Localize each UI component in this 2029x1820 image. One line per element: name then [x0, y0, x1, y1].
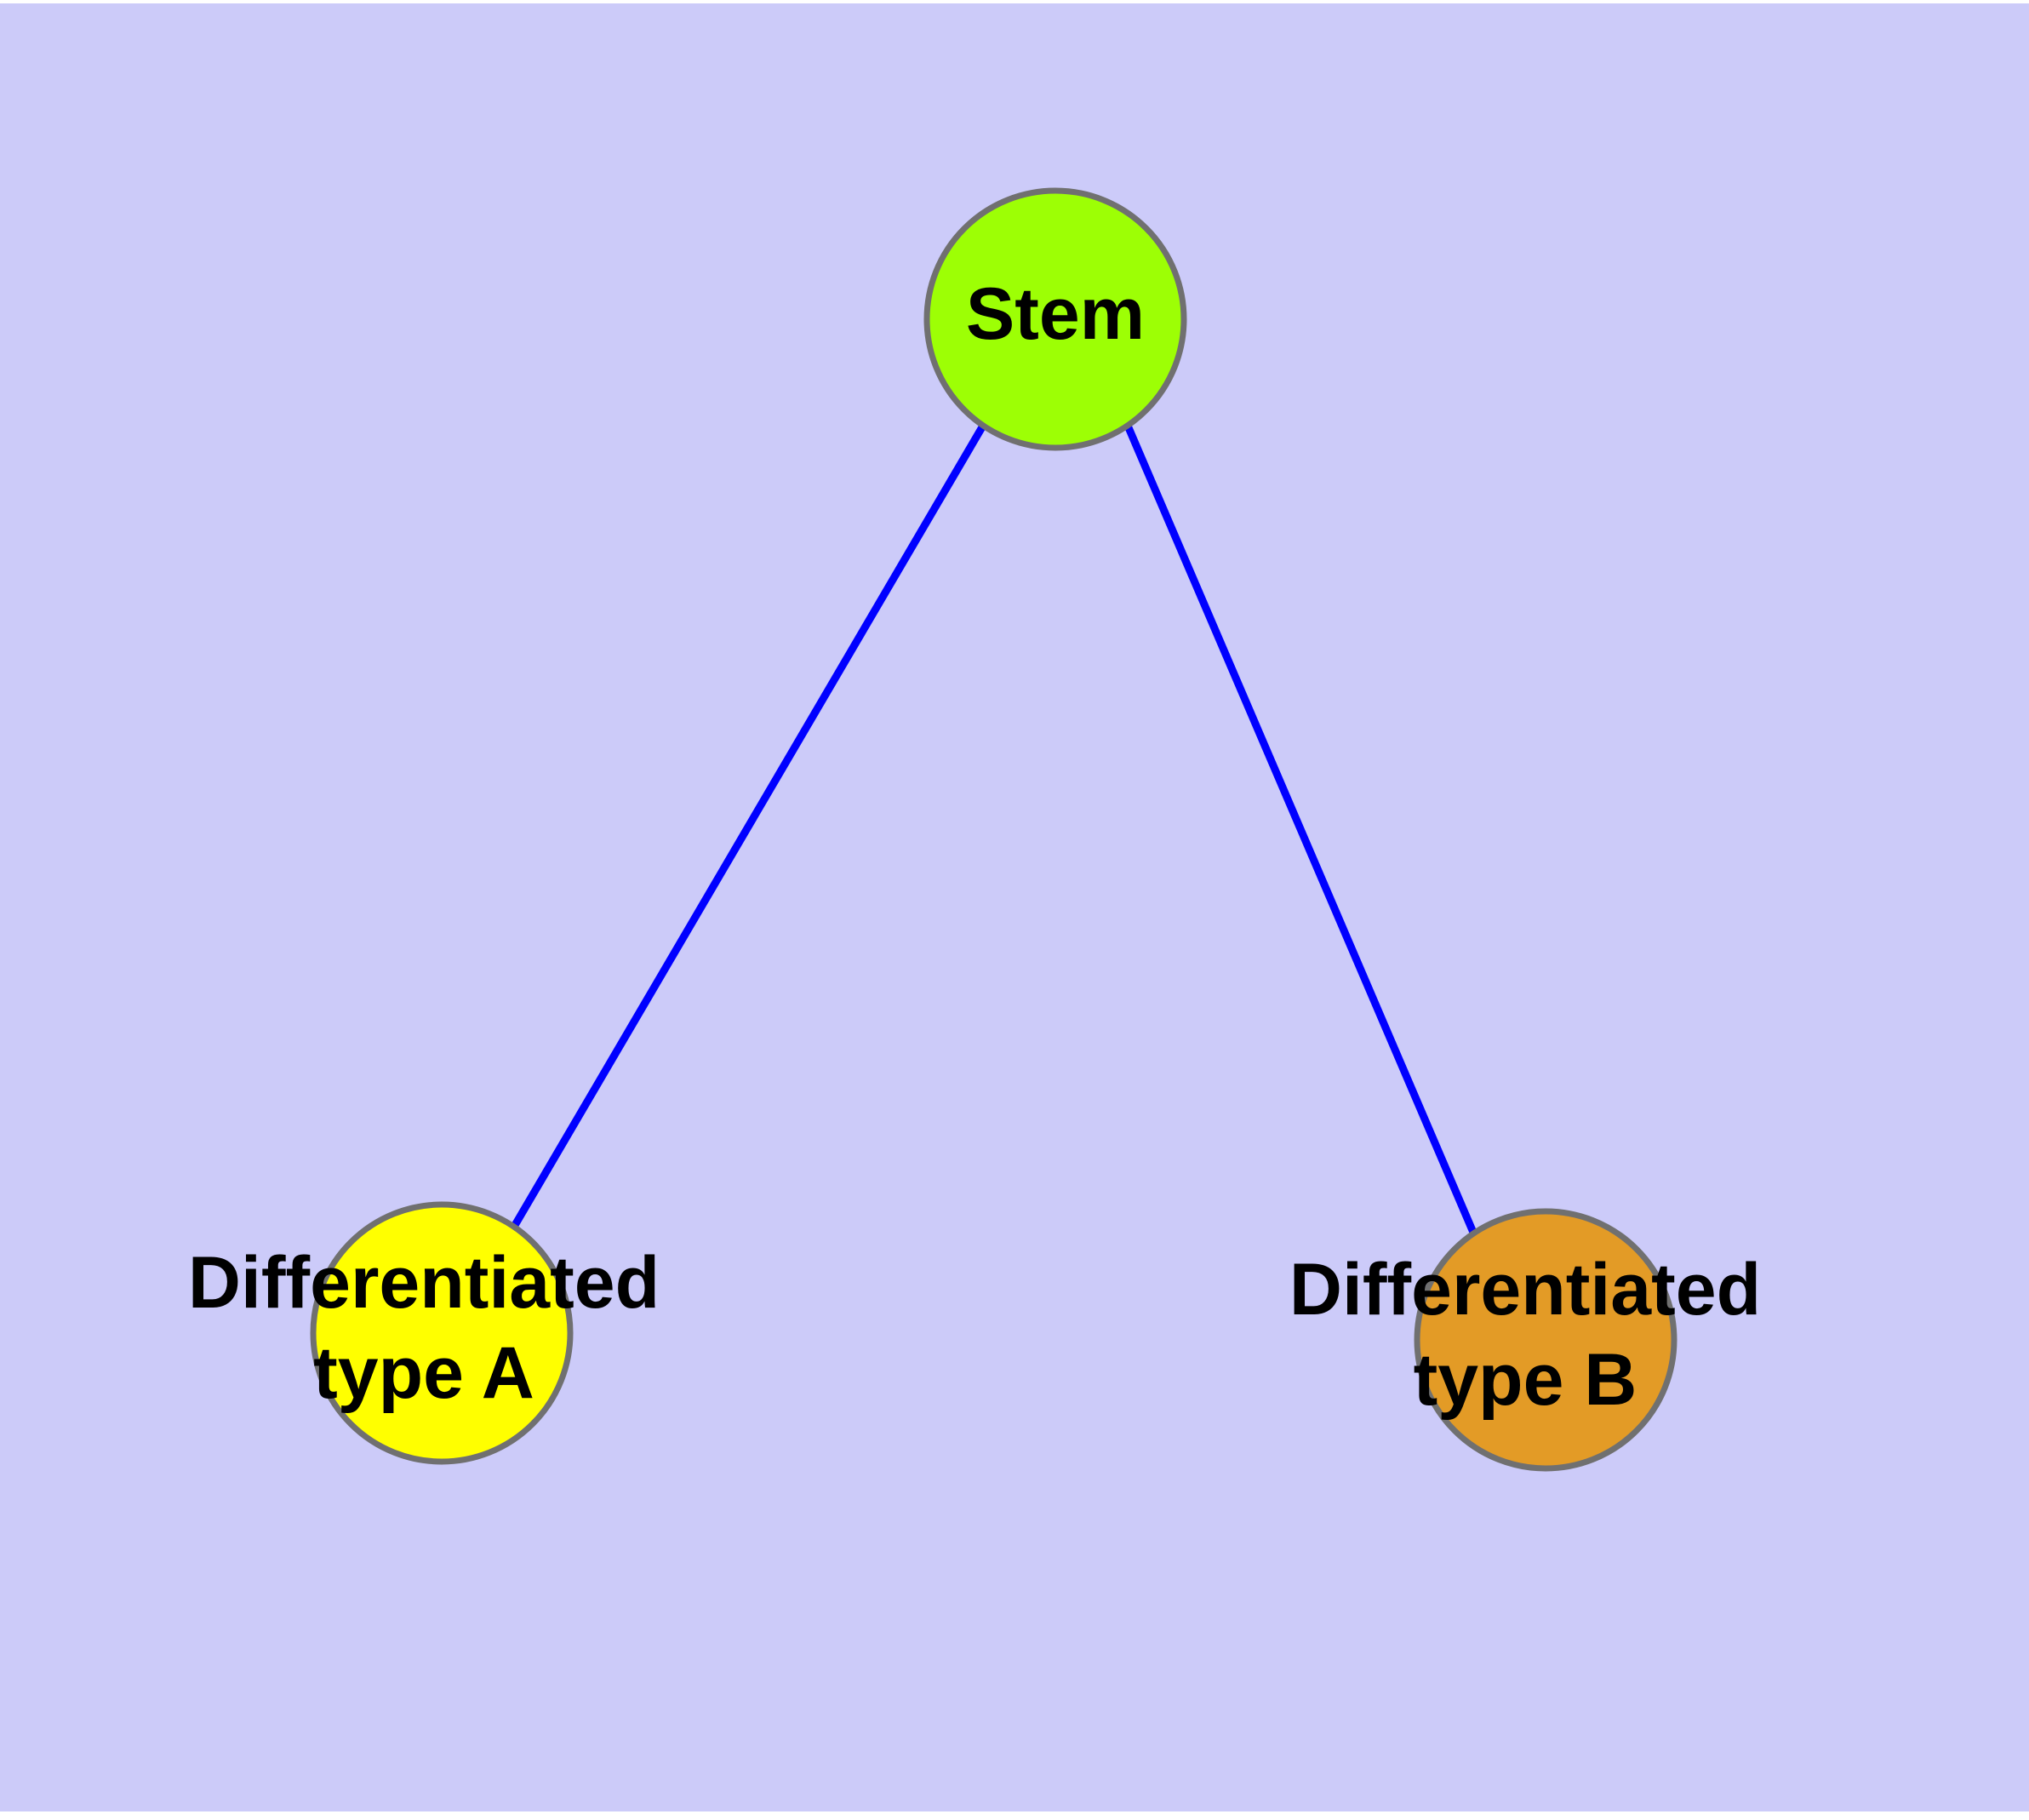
- edge-stem-to-diff-a[interactable]: [511, 423, 986, 1229]
- label-line: Differentiated: [188, 1242, 660, 1324]
- label-line: Differentiated: [1289, 1249, 1761, 1331]
- node-stem-label: Stem: [966, 273, 1145, 355]
- label-line: type A: [313, 1332, 534, 1414]
- edge-stem-to-diff-b[interactable]: [1123, 424, 1478, 1236]
- node-stem[interactable]: [923, 187, 1187, 451]
- label-line: Stem: [966, 273, 1145, 355]
- node-diff-a-circle[interactable]: [310, 1201, 574, 1465]
- node-diff-b[interactable]: [1414, 1208, 1677, 1472]
- node-diff-a[interactable]: [310, 1201, 574, 1465]
- node-layer: [310, 187, 1677, 1472]
- node-stem-circle[interactable]: [923, 187, 1187, 451]
- label-line: type B: [1414, 1339, 1637, 1421]
- edge-layer: [511, 423, 1478, 1236]
- node-diff-b-circle[interactable]: [1414, 1208, 1677, 1472]
